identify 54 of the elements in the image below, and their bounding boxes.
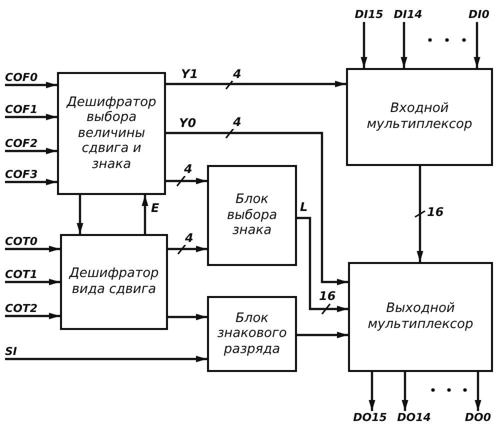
arrow [416, 166, 424, 262]
arrow [5, 278, 60, 286]
bus-width-label: 16 [318, 290, 337, 303]
signal-name: COF3 [5, 167, 49, 182]
arrow [168, 314, 207, 320]
arrow [400, 22, 408, 68]
signal-arrow [297, 216, 348, 312]
edge-label: L [299, 201, 309, 214]
signal-name: DI0 [465, 6, 493, 22]
arrow [474, 372, 482, 411]
signal-name: COT1 [5, 267, 49, 282]
arrow [76, 195, 84, 234]
arrow [5, 246, 60, 252]
signal-arrow [166, 80, 346, 88]
signal-name: COF1 [5, 102, 49, 117]
bus-width-label: 4 [183, 163, 194, 176]
function-block: Дешифратор вида сдвига [60, 234, 168, 330]
signal-name: SI [5, 344, 35, 359]
function-block: Блок выбора знака [207, 165, 297, 266]
function-block: Дешифратор выбора величины сдвига и знака [57, 72, 166, 195]
arrow [5, 148, 57, 154]
bus-width-label: 4 [232, 116, 242, 129]
arrow [402, 372, 408, 411]
signal-name: DO15 [349, 411, 391, 427]
signal-name: DO14 [393, 411, 435, 427]
arrow [5, 356, 207, 362]
arrow [166, 178, 207, 184]
signal-name: COF0 [5, 70, 49, 85]
function-block: Входной мультиплексор [346, 68, 493, 166]
arrow [297, 332, 348, 338]
signal-name: COF2 [5, 136, 49, 151]
edge-label: E [150, 202, 160, 215]
arrow [360, 22, 368, 68]
arrow [5, 82, 57, 88]
function-block: Выходной мультиплексор [348, 262, 493, 372]
function-block: Блок знакового разряда [207, 296, 297, 372]
signal-name: DI15 [352, 6, 386, 22]
arrow [474, 22, 480, 68]
signal-name: COT0 [5, 234, 49, 249]
edge-label: Y0 [178, 117, 198, 130]
arrow [168, 246, 207, 252]
bus-width-label: 16 [426, 206, 445, 219]
signal-name: DI14 [391, 6, 425, 22]
bus-width-label: 4 [232, 68, 242, 81]
signal-arrow [142, 195, 148, 234]
signal-arrow [166, 132, 348, 286]
bus-width-label: 4 [184, 232, 194, 245]
arrow [5, 178, 57, 186]
arrow [5, 114, 57, 120]
edge-label: Y1 [180, 68, 200, 81]
arrow [5, 312, 60, 320]
arrow [368, 372, 376, 411]
signal-name: DO0 [462, 411, 494, 427]
signal-name: COT2 [5, 301, 49, 316]
